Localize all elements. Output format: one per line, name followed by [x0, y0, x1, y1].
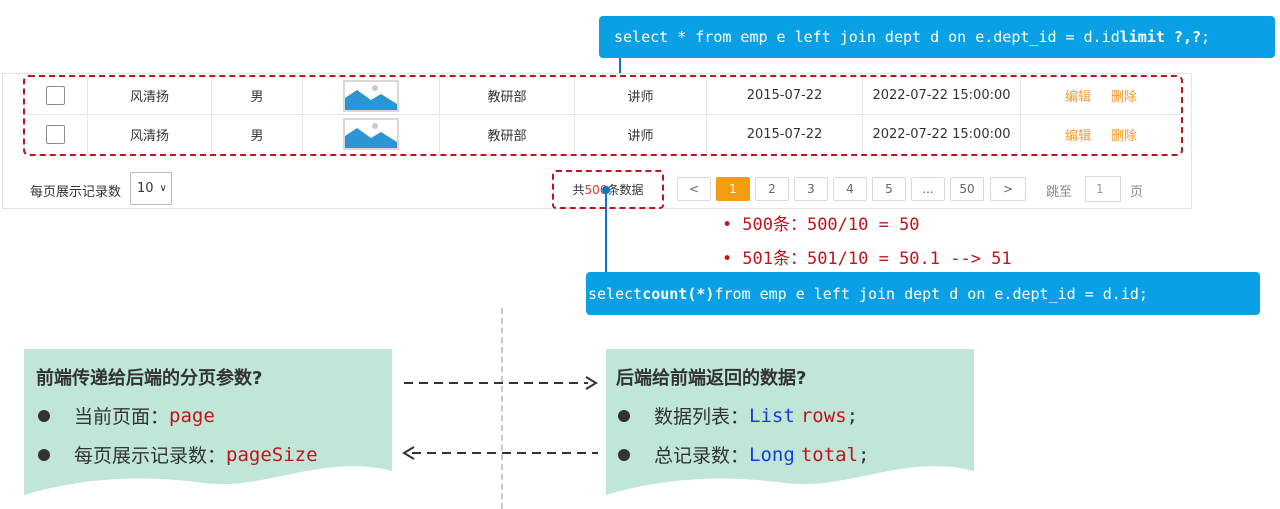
entry-date-cell: 2015-07-22	[707, 77, 863, 114]
item-var: rows	[800, 404, 847, 427]
page-ellipsis: ...	[911, 177, 945, 201]
limit-sql-bold: limit ?,?	[1119, 28, 1202, 46]
row-checkbox[interactable]	[45, 124, 65, 144]
item-label: 数据列表：	[654, 406, 750, 428]
row-checkbox[interactable]	[45, 86, 65, 105]
note-background	[24, 349, 392, 495]
backend-note-item-total: 总记录数： Long total;	[618, 441, 869, 468]
bullet-icon	[618, 409, 630, 422]
count-sql-pre: select	[588, 284, 643, 303]
job-cell: 讲师	[575, 77, 707, 114]
bullet-icon	[38, 409, 50, 422]
count-sql-callout: select count(*) from emp e left join dep…	[586, 272, 1260, 315]
name-cell: 风清扬	[88, 77, 212, 114]
row-checkbox-cell	[23, 115, 88, 153]
image-placeholder-icon	[343, 118, 399, 150]
calc-text-2: 501条：501/10 = 50.1 --> 51	[742, 249, 1012, 269]
item-code: pageSize	[226, 443, 318, 466]
note-background	[606, 349, 974, 495]
image-placeholder-icon	[343, 79, 399, 112]
calc-line-2: • 501条：501/10 = 50.1 --> 51	[722, 244, 1012, 269]
chevron-down-icon: ∨	[159, 183, 167, 194]
frontend-note-item-pagesize: 每页展示记录数： pageSize	[38, 441, 318, 468]
next-page-button[interactable]: >	[990, 177, 1026, 201]
backend-note-item-rows: 数据列表： List rows;	[618, 402, 858, 429]
item-tail: ;	[846, 404, 859, 427]
page-button-3[interactable]: 3	[794, 177, 828, 201]
item-type: List	[749, 404, 795, 427]
frontend-note-item-page: 当前页面： page	[38, 402, 215, 429]
item-label: 当前页面：	[74, 406, 170, 428]
page-button-5[interactable]: 5	[872, 177, 906, 201]
bullet-icon	[38, 448, 50, 461]
bullet-icon: •	[722, 249, 733, 269]
update-time-cell: 2022-07-22 15:00:00	[863, 77, 1021, 114]
page-size-select[interactable]: 10 ∨	[130, 172, 172, 205]
job-cell: 讲师	[575, 115, 707, 153]
table-row: 风清扬 男 教研部 讲师 2015-07-22 2022-07-22 15:00…	[23, 115, 1181, 153]
count-sql-connector	[605, 190, 607, 274]
backend-response-note: 后端给前端返回的数据? 数据列表： List rows; 总记录数： Long …	[606, 349, 974, 495]
page-button-4[interactable]: 4	[833, 177, 867, 201]
image-cell	[303, 77, 440, 114]
entry-date-cell: 2015-07-22	[707, 115, 863, 153]
edit-link[interactable]: 编辑	[1064, 128, 1091, 144]
update-time-cell: 2022-07-22 15:00:00	[863, 115, 1021, 153]
center-divider	[501, 308, 503, 509]
page-size-value: 10	[137, 181, 154, 196]
right-arrow-icon	[404, 376, 598, 390]
delete-link[interactable]: 删除	[1111, 128, 1138, 144]
page-size-label: 每页展示记录数	[30, 185, 122, 200]
bullet-icon	[618, 448, 630, 461]
table-row: 风清扬 男 教研部 讲师 2015-07-22 2022-07-22 15:00…	[23, 77, 1181, 115]
gender-cell: 男	[212, 115, 303, 153]
actions-cell: 编辑 删除	[1021, 115, 1181, 153]
frontend-note-title: 前端传递给后端的分页参数?	[36, 368, 263, 389]
row-checkbox-cell	[23, 77, 88, 114]
dept-cell: 教研部	[440, 115, 575, 153]
jump-page-input[interactable]: 1	[1085, 176, 1121, 202]
frontend-params-note: 前端传递给后端的分页参数? 当前页面： page 每页展示记录数： pageSi…	[24, 349, 392, 495]
name-cell: 风清扬	[88, 115, 212, 153]
item-code: page	[169, 404, 215, 427]
bullet-icon: •	[722, 215, 733, 235]
dept-cell: 教研部	[440, 77, 575, 114]
count-sql-connector-dot	[602, 186, 610, 194]
edit-link[interactable]: 编辑	[1064, 90, 1091, 105]
total-prefix: 共	[572, 183, 585, 197]
total-suffix: 条数据	[607, 183, 644, 197]
count-sql-bold: count(*)	[642, 284, 715, 303]
image-cell	[303, 115, 440, 153]
limit-sql-callout: select * from emp e left join dept d on …	[599, 16, 1275, 58]
limit-sql-text: select * from emp e left join dept d on …	[614, 28, 1120, 46]
actions-cell: 编辑 删除	[1021, 77, 1181, 114]
calc-text-1: 500条：500/10 = 50	[742, 215, 920, 235]
limit-sql-tail: ;	[1201, 28, 1211, 46]
page-unit-label: 页	[1130, 185, 1144, 200]
page-button-50[interactable]: 50	[950, 177, 984, 201]
gender-cell: 男	[212, 77, 303, 114]
item-type: Long	[749, 443, 795, 466]
left-arrow-icon	[402, 446, 598, 460]
item-label: 每页展示记录数：	[74, 445, 227, 467]
total-count: 500	[584, 182, 608, 197]
page-button-2[interactable]: 2	[755, 177, 789, 201]
jump-label: 跳至	[1046, 185, 1073, 200]
page-button-1[interactable]: 1	[716, 177, 750, 201]
backend-note-title: 后端给前端返回的数据?	[616, 368, 807, 389]
delete-link[interactable]: 删除	[1111, 90, 1138, 105]
prev-page-button[interactable]: <	[677, 177, 711, 201]
calc-line-1: • 500条：500/10 = 50	[722, 210, 920, 235]
item-var: total	[800, 443, 859, 466]
item-tail: ;	[858, 443, 870, 466]
count-sql-text: from emp e left join dept d on e.dept_id…	[714, 284, 1148, 303]
item-label: 总记录数：	[654, 445, 750, 467]
